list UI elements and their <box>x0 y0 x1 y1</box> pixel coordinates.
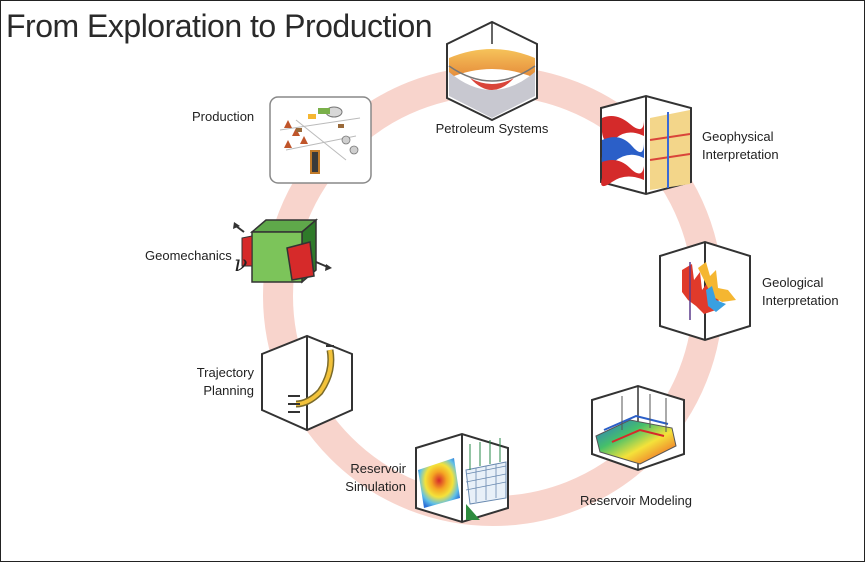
production-facility-icon[interactable] <box>269 96 372 184</box>
geological-interpretation-cube-icon[interactable] <box>659 240 751 342</box>
reservoir-modeling-cube-icon[interactable] <box>591 384 685 472</box>
stage-label-geophysical-interpretation: Geophysical Interpretation <box>702 128 779 164</box>
stage-label-line: Simulation <box>345 479 406 494</box>
poisson-ratio-symbol: ν <box>234 252 248 277</box>
stage-label-production: Production <box>192 109 255 124</box>
stage-label-trajectory-planning: Trajectory Planning <box>178 364 254 400</box>
stage-label-petroleum-systems: Petroleum Systems <box>435 121 549 136</box>
stage-label-line: Reservoir <box>350 461 406 476</box>
geophysical-interpretation-cube-icon[interactable] <box>600 94 692 196</box>
stage-label-line: Geological <box>762 275 824 290</box>
stage-label-line: Geophysical <box>702 129 774 144</box>
petroleum-systems-cube-icon[interactable] <box>446 20 538 122</box>
stage-label-reservoir-simulation: Reservoir Simulation <box>330 460 406 496</box>
stage-label-geomechanics: Geomechanics <box>145 248 232 263</box>
stage-label-geological-interpretation: Geological Interpretation <box>762 274 839 310</box>
page-title: From Exploration to Production <box>6 8 433 44</box>
stage-label-line: Trajectory <box>196 365 254 380</box>
stage-label-line: Interpretation <box>762 293 839 308</box>
reservoir-simulation-cube-icon[interactable] <box>415 432 509 524</box>
stage-label-line: Interpretation <box>702 147 779 162</box>
stage-label-reservoir-modeling: Reservoir Modeling <box>580 493 692 508</box>
trajectory-planning-cube-icon[interactable] <box>261 334 353 432</box>
stage-label-line: Planning <box>203 383 254 398</box>
geomechanics-block-icon[interactable] <box>233 218 332 284</box>
